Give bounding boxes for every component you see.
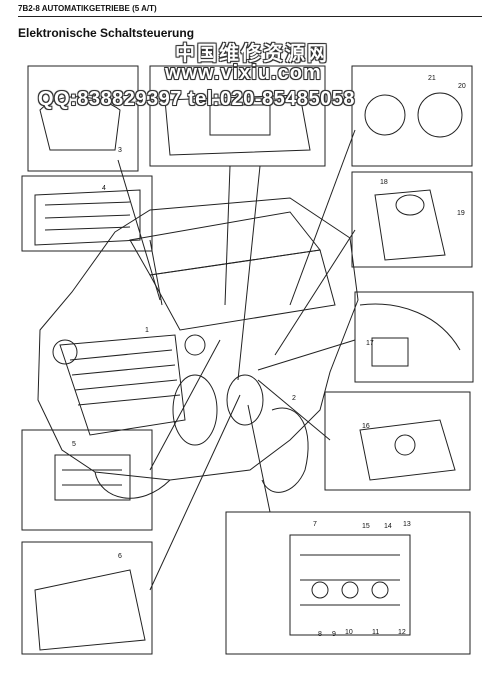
inset-frame-7-15 <box>225 511 471 655</box>
page-header: 7B2-8 AUTOMATIKGETRIEBE (5 A/T) <box>18 4 157 13</box>
windshield-outline <box>129 211 321 276</box>
watermark-contact: QQ:838829397 tel:020-85485058 <box>38 88 355 110</box>
callout-5: 5 <box>72 441 76 448</box>
callout-19: 19 <box>457 210 465 217</box>
tachometer-gauge <box>417 92 463 138</box>
inset-frame-3 <box>27 65 139 172</box>
transmission-component <box>226 374 264 426</box>
hood-outline <box>149 249 336 331</box>
callout-7: 7 <box>313 521 317 528</box>
front-wheel-outline <box>261 407 309 493</box>
inset-frame-20-21 <box>351 65 473 167</box>
callout-6: 6 <box>118 553 122 560</box>
inset-frame-16 <box>324 391 471 491</box>
front-bumper-outline <box>94 471 171 499</box>
callout-13: 13 <box>403 521 411 528</box>
callout-18: 18 <box>380 179 388 186</box>
callout-11: 11 <box>372 629 379 636</box>
vehicle-outline <box>37 197 359 481</box>
callout-15: 15 <box>362 523 370 530</box>
speedometer-gauge <box>364 94 406 136</box>
inset-frame-18-19 <box>351 171 473 268</box>
callout-3: 3 <box>118 147 122 154</box>
inset-4-relay-box <box>34 189 141 246</box>
callout-14: 14 <box>384 523 392 530</box>
callout-10: 10 <box>345 629 353 636</box>
inset-valve-body <box>289 534 411 636</box>
callout-2: 2 <box>292 395 296 402</box>
inset-frame-6 <box>21 541 153 655</box>
watermark-chinese: 中国维修资源网 <box>175 43 329 65</box>
watermark-url: www.vixiu.com <box>165 62 322 84</box>
inset-frame-5 <box>21 429 153 531</box>
header-rule <box>18 16 482 17</box>
headlight-right <box>184 334 206 356</box>
engine-component <box>172 374 218 446</box>
inset-6-part <box>34 569 146 651</box>
inset-frame-top-center <box>149 65 326 167</box>
callout-17: 17 <box>366 340 374 347</box>
callout-21: 21 <box>428 75 436 82</box>
inset-3-part <box>39 96 121 151</box>
headlight-left <box>52 339 78 365</box>
inset-dashboard-ecu <box>164 94 311 156</box>
callout-8: 8 <box>318 631 322 638</box>
callout-9: 9 <box>332 631 336 638</box>
callout-12: 12 <box>398 629 406 636</box>
inset-frame-17 <box>354 291 474 383</box>
callout-1: 1 <box>145 327 149 334</box>
inset-shift-lever <box>374 189 446 261</box>
page-title: Elektronische Schaltsteuerung <box>18 26 195 40</box>
inset-17-connector <box>371 337 409 367</box>
inset-16-sensor <box>359 419 456 481</box>
inset-17-wiring <box>359 303 461 351</box>
callout-20: 20 <box>458 83 466 90</box>
callout-4: 4 <box>102 185 106 192</box>
callout-16: 16 <box>362 423 370 430</box>
inset-5-panel <box>54 454 131 501</box>
inset-frame-4 <box>21 175 153 252</box>
